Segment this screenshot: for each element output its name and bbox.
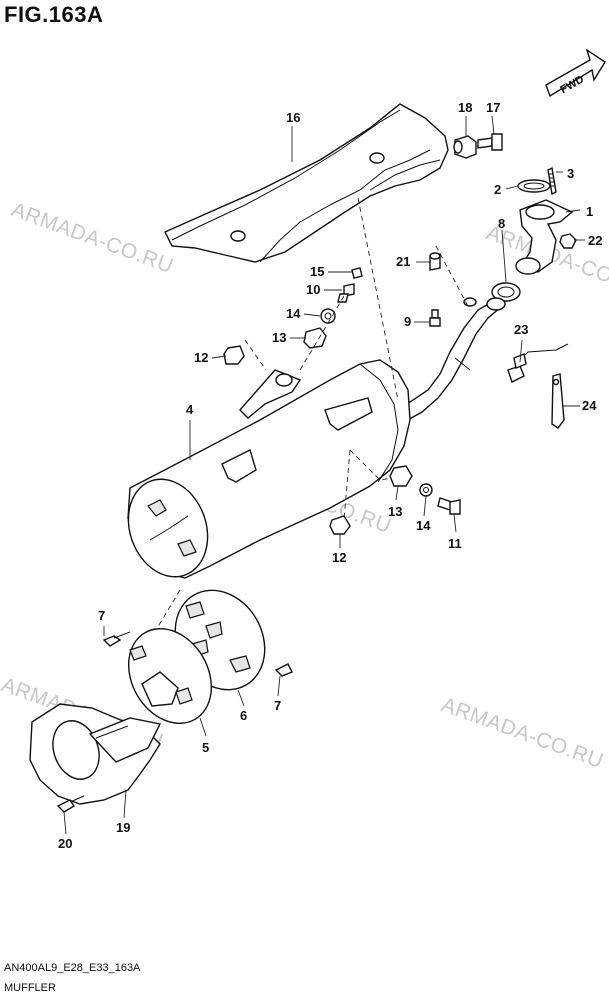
cap-15 bbox=[351, 267, 363, 279]
figure-name: MUFFLER bbox=[4, 982, 56, 994]
tail-cap-5 bbox=[127, 628, 213, 724]
screw-7-right bbox=[274, 663, 293, 677]
callout-7-right: 7 bbox=[274, 698, 281, 713]
callout-6: 6 bbox=[240, 708, 247, 723]
washer-14-right bbox=[419, 483, 433, 497]
callout-1: 1 bbox=[586, 204, 593, 219]
rubber-13-right bbox=[389, 465, 413, 487]
callout-15: 15 bbox=[310, 264, 324, 279]
screw-20 bbox=[56, 795, 85, 813]
nut-22 bbox=[559, 233, 577, 249]
gasket-2 bbox=[517, 179, 551, 193]
callout-19: 19 bbox=[116, 820, 130, 835]
callout-20: 20 bbox=[58, 836, 72, 851]
leader-lines bbox=[63, 115, 585, 835]
callout-10: 10 bbox=[306, 282, 320, 297]
callout-23: 23 bbox=[514, 322, 528, 337]
callout-24: 24 bbox=[582, 398, 597, 413]
callout-12-top: 12 bbox=[194, 350, 208, 365]
heat-shield bbox=[164, 103, 449, 263]
stud-3 bbox=[547, 166, 557, 196]
figure-code: AN400AL9_E28_E33_163A bbox=[4, 962, 141, 974]
rubber-12-bottom bbox=[329, 515, 351, 535]
callout-12-bottom: 12 bbox=[332, 550, 346, 565]
callout-8: 8 bbox=[498, 216, 505, 231]
watermark: ARMADA-CO.RU bbox=[8, 198, 176, 278]
callout-7-left: 7 bbox=[98, 608, 105, 623]
callout-3: 3 bbox=[567, 166, 574, 181]
rubber-13-top bbox=[303, 327, 327, 349]
callout-labels: 1 2 3 4 5 6 7 7 8 9 10 11 12 12 13 13 14… bbox=[58, 100, 602, 851]
callout-14-right: 14 bbox=[416, 518, 431, 533]
callout-13-top: 13 bbox=[272, 330, 286, 345]
callout-4: 4 bbox=[186, 402, 194, 417]
callout-17: 17 bbox=[486, 100, 500, 115]
washer-14-top bbox=[320, 308, 336, 324]
muffler-body bbox=[127, 359, 411, 579]
callout-11: 11 bbox=[448, 536, 462, 551]
callout-16: 16 bbox=[286, 110, 300, 125]
bolt-10 bbox=[337, 283, 355, 303]
callout-5: 5 bbox=[202, 740, 209, 755]
callout-14-top: 14 bbox=[286, 306, 301, 321]
mid-pipe bbox=[397, 297, 506, 423]
callout-22: 22 bbox=[588, 233, 602, 248]
bolt-9 bbox=[429, 309, 441, 327]
bracket-24 bbox=[551, 373, 565, 429]
bolt-17 bbox=[477, 133, 503, 151]
bolt-11 bbox=[437, 497, 461, 515]
rubber-12-top bbox=[223, 345, 245, 365]
callout-21: 21 bbox=[396, 254, 410, 269]
forward-arrow-icon: FWD bbox=[545, 48, 606, 98]
callout-2: 2 bbox=[494, 182, 501, 197]
rubber-18 bbox=[453, 135, 477, 159]
exhaust-pipe-1 bbox=[515, 199, 574, 275]
screw-7-left bbox=[102, 631, 131, 647]
figure-title: FIG.163A bbox=[4, 2, 104, 27]
callout-13-right: 13 bbox=[388, 504, 402, 519]
callout-18: 18 bbox=[458, 100, 472, 115]
gasket-8 bbox=[491, 282, 521, 302]
end-cover-19 bbox=[29, 703, 162, 805]
callout-9: 9 bbox=[404, 314, 411, 329]
cap-21 bbox=[429, 252, 441, 271]
watermark: ARMADA-CO.RU bbox=[438, 693, 606, 773]
